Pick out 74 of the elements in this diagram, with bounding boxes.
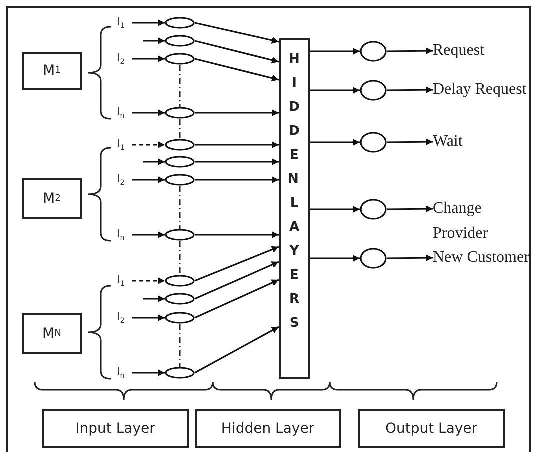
arrow <box>195 110 279 116</box>
output-label: Request <box>433 38 485 63</box>
ellipse-node <box>165 229 195 241</box>
arrow <box>194 279 280 319</box>
ellipse-node <box>165 156 195 168</box>
ellipse-node <box>165 139 195 151</box>
ellipse-node <box>165 367 195 379</box>
arrow <box>387 48 433 55</box>
arrow <box>310 206 360 213</box>
continuation-line <box>179 324 181 367</box>
input-label: I$_{2}$ <box>117 173 125 190</box>
input-label: I$_{n}$ <box>117 366 125 382</box>
output-label: Change Provider <box>433 196 540 246</box>
ellipse-node <box>360 132 387 153</box>
arrow <box>387 86 433 94</box>
output-label: Wait <box>433 129 463 154</box>
ellipse-node <box>360 199 387 220</box>
ellipse-node <box>165 293 195 305</box>
arrow <box>387 138 433 146</box>
ellipse-node <box>165 17 195 29</box>
arrow <box>195 158 279 166</box>
arrow <box>194 326 280 374</box>
arrow <box>132 20 165 26</box>
arrow <box>143 158 165 166</box>
ellipse-node <box>165 174 195 186</box>
ellipse-node <box>165 53 195 65</box>
arrow <box>195 176 279 184</box>
arrow <box>132 110 165 116</box>
arrow <box>194 246 280 282</box>
arrow <box>143 38 165 44</box>
ellipse-node <box>165 312 195 324</box>
continuation-line <box>179 65 181 107</box>
arrow <box>310 139 360 146</box>
arrow <box>132 278 165 284</box>
arrow <box>310 255 360 262</box>
arrow <box>132 176 165 184</box>
arrow <box>194 22 280 44</box>
continuation-line <box>179 241 181 275</box>
ellipse-node <box>360 80 387 101</box>
input-label: I$_{2}$ <box>117 311 125 328</box>
output-label: Delay Request <box>433 77 527 102</box>
input-label: I$_{n}$ <box>117 228 125 244</box>
continuation-line <box>179 186 181 229</box>
arrow <box>132 232 165 238</box>
ellipse-node <box>165 35 195 47</box>
arrow <box>387 206 433 213</box>
output-label: New Customer <box>433 245 530 270</box>
arrow <box>387 254 433 262</box>
layer-box: Hidden Layer <box>195 409 341 448</box>
hidden-layers-box: HIDDEN LAYERS <box>279 38 310 379</box>
arrow <box>310 87 360 94</box>
ellipse-node <box>165 107 195 119</box>
input-label: I$_{1}$ <box>117 274 125 290</box>
arrow <box>194 40 280 64</box>
ellipse-node <box>165 275 195 287</box>
arrow <box>143 296 165 302</box>
input-label: I$_{2}$ <box>117 52 125 68</box>
ellipse-node <box>360 248 387 269</box>
arrow <box>132 56 165 62</box>
arrow <box>310 48 360 55</box>
input-label: I$_{n}$ <box>117 106 125 122</box>
arrow <box>194 261 280 300</box>
input-label: I$_{1}$ <box>117 16 125 32</box>
input-label: I$_{1}$ <box>117 138 125 154</box>
arrow <box>132 142 165 148</box>
arrow <box>195 232 279 238</box>
arrow <box>132 370 165 376</box>
ellipse-node <box>360 41 387 62</box>
layer-box: Input Layer <box>42 409 189 448</box>
layer-box: Output Layer <box>358 409 505 448</box>
arrow <box>194 58 280 82</box>
arrow <box>132 314 165 322</box>
continuation-line <box>179 119 181 139</box>
arrow <box>195 142 279 148</box>
